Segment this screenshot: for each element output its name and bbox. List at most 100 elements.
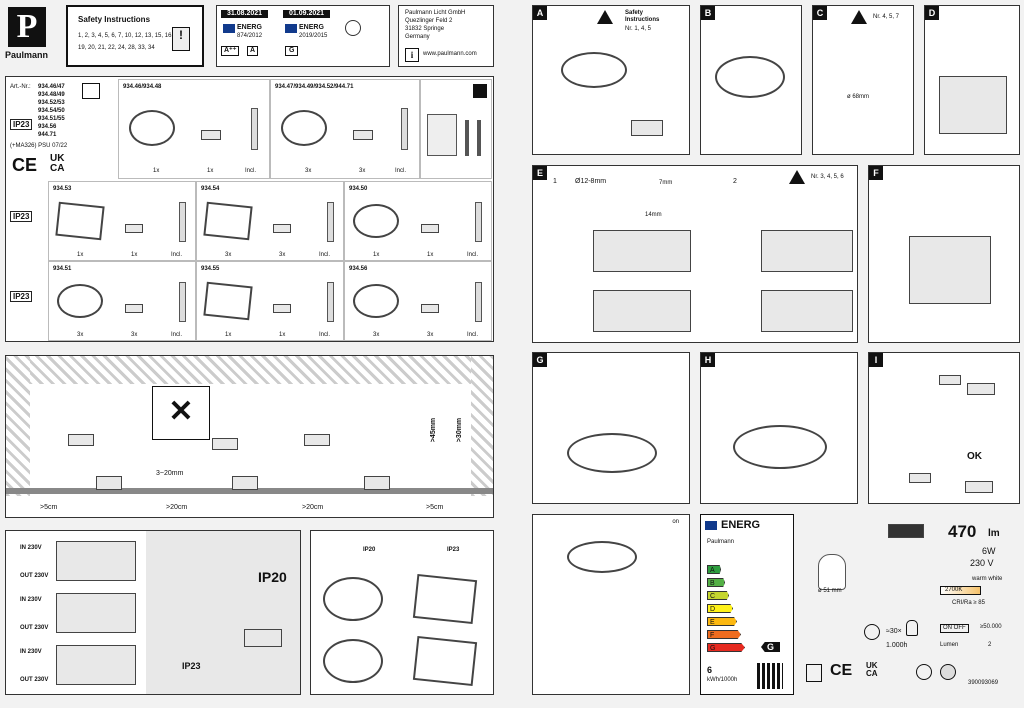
open-junction-box — [939, 76, 1007, 134]
downlight-ring — [57, 284, 103, 318]
lamp-bulb-image — [818, 554, 846, 590]
ce-mark: CE — [12, 155, 38, 175]
warning-icon — [597, 10, 613, 24]
wiring-out-label: OUT 230V — [20, 677, 49, 683]
driver-box — [939, 375, 961, 385]
switch-cycles: ≈30× — [886, 628, 902, 635]
clip-strip — [179, 202, 186, 242]
ip23-zone-label: IP23 — [182, 661, 201, 671]
lifetime-hours: 1.000h — [886, 642, 908, 649]
safety-instructions-box: Safety Instructions 1, 2, 3, 4, 5, 6, 7,… — [66, 5, 204, 67]
downlight-ring — [733, 425, 827, 469]
clip-strip — [401, 108, 408, 150]
sun-icon — [345, 20, 361, 36]
wiring-in-label: IN 230V — [20, 597, 42, 603]
eu-flag-icon — [223, 24, 235, 33]
driver-box — [421, 304, 439, 313]
wiring-out-label: OUT 230V — [20, 625, 49, 631]
qty-label: 3x — [373, 332, 380, 338]
screwdriver-icon — [477, 120, 481, 156]
bulb-icon — [906, 620, 918, 636]
product-code: 934.54 — [201, 186, 220, 192]
junction-box — [56, 645, 136, 685]
product-code: 934.50 — [349, 186, 368, 192]
driver-box — [201, 130, 221, 140]
wiring-in-label: IN 230V — [20, 649, 42, 655]
square-downlight — [203, 281, 253, 321]
hole-dimension: ø 68mm — [847, 94, 870, 100]
ukca-mark-bottom: CA — [50, 163, 65, 174]
step-label: F — [869, 166, 883, 180]
driver-box — [304, 434, 330, 446]
ip23-label: IP23 — [10, 119, 33, 130]
eu-flag-icon — [705, 521, 717, 530]
clip-strip — [327, 202, 334, 242]
product-code: 390093069 — [968, 680, 999, 686]
weee-icon — [806, 664, 822, 682]
qty-label: Incl. — [467, 332, 479, 338]
downlight-ring — [353, 284, 399, 318]
qty-label: 1x — [153, 168, 160, 174]
address-line-2: Quezlinger Feld 2 — [405, 18, 453, 24]
set-code: 934.46/934.48 — [123, 84, 162, 90]
qty-label: 3x — [359, 168, 366, 174]
warning-icon — [851, 10, 867, 24]
clip-strip — [179, 282, 186, 322]
qty-label: 3x — [77, 332, 84, 338]
junction-box — [761, 230, 853, 272]
kwh-unit: kWh/1000h — [707, 677, 738, 683]
qty-label: Incl. — [245, 168, 257, 174]
driver-box — [273, 304, 291, 313]
step-h-panel: H — [700, 352, 858, 504]
info-icon: i — [405, 48, 419, 62]
qty-label: 3x — [279, 252, 286, 258]
energy-class-bar-d: D — [707, 604, 733, 613]
wiring-panel: IN 230V OUT 230V IN 230V OUT 230V IN 230… — [5, 530, 301, 695]
product-code: 934.56 — [349, 266, 368, 272]
step-label: G — [533, 353, 547, 367]
junction-box — [761, 290, 853, 332]
qty-label: 3x — [131, 332, 138, 338]
ip23-label: IP23 — [10, 291, 33, 302]
ceiling-hatch-top — [6, 356, 493, 384]
step-a-panel: A Safety Instructions Nr. 1, 4, 5 — [532, 5, 690, 155]
ceiling-photo-area — [146, 531, 300, 694]
driver-box — [212, 438, 238, 450]
safety-line-1: 1, 2, 3, 4, 5, 6, 7, 10, 12, 13, 15, 16, — [78, 33, 174, 39]
clock-icon — [864, 624, 880, 640]
step-e-panel: E 1 Ø12-8mm 7mm 14mm 2 Nr. 3, 4, 5, 6 — [532, 165, 858, 343]
ip-types-panel: IP20 IP23 — [310, 530, 494, 695]
product-code: 934.51 — [53, 266, 72, 272]
article-number: 934.56 — [38, 124, 57, 130]
pencil-icon — [473, 84, 487, 98]
color-temp-name: warm white — [972, 576, 1003, 582]
address-line-3: 31832 Springe — [405, 26, 445, 32]
energy-dates-box: 31.08.2021 01.09.2021 ENERG 874/2012 ENE… — [216, 5, 390, 67]
qty-label: Incl. — [467, 252, 479, 258]
diameter: ø 51 mm — [818, 588, 842, 594]
driver-box — [421, 224, 439, 233]
distance-dimension: >20cm — [302, 504, 324, 511]
junction-box — [593, 230, 691, 272]
downlight-ring — [129, 110, 175, 146]
driver-box — [68, 434, 94, 446]
class-new: G — [285, 46, 299, 56]
driver-box — [273, 224, 291, 233]
qty-label: 1x — [77, 252, 84, 258]
article-note: (+MA326) PSU 07/22 — [10, 143, 68, 149]
qty-label: 1x — [225, 332, 232, 338]
tools-cell — [420, 79, 492, 179]
article-number: 934.46/47 — [38, 84, 65, 90]
qty-label: 1x — [279, 332, 286, 338]
step-label: A — [533, 6, 547, 20]
product-cell: 934.54 3x 3x Incl. — [196, 181, 344, 261]
energy-label-1: ENERG — [237, 24, 262, 31]
step-i-panel: I OK — [868, 352, 1020, 504]
height-dimension: >30mm — [456, 417, 464, 443]
ip20-type-label: IP20 — [363, 547, 376, 553]
article-number: 934.51/55 — [38, 116, 65, 122]
step-nr: Nr. 4, 5, 7 — [873, 14, 900, 20]
lumen-row-value: 2 — [988, 642, 992, 648]
qty-label: Incl. — [171, 332, 183, 338]
downlight-ring — [281, 110, 327, 146]
